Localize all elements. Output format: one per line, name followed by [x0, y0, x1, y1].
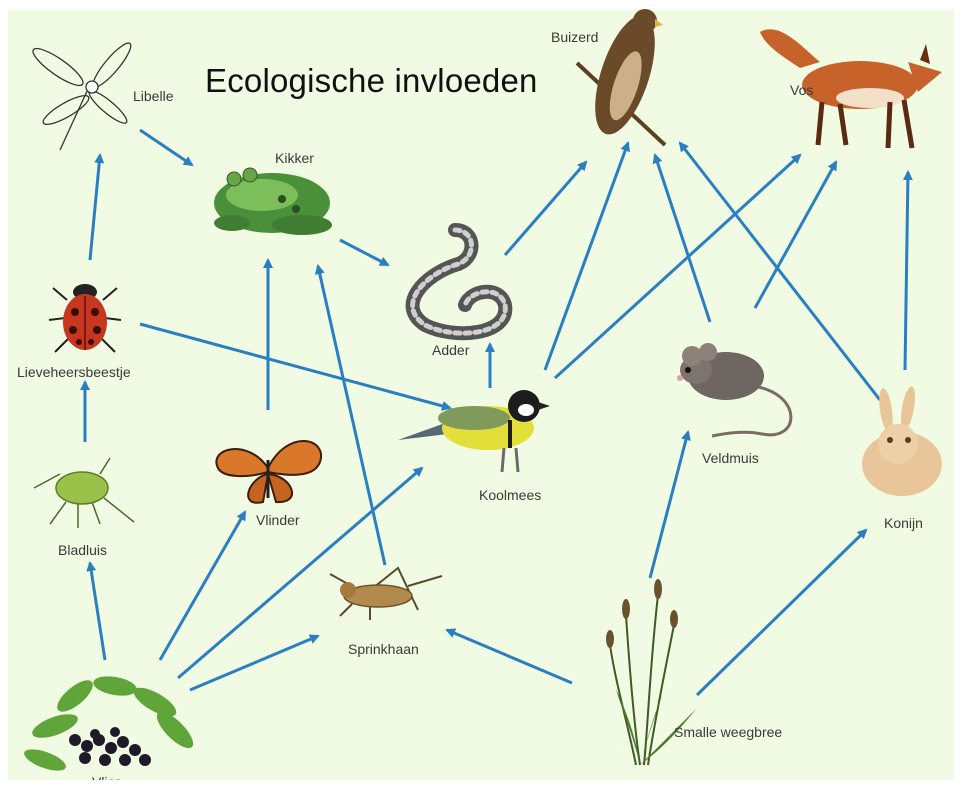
arrow-koolmees-to-vos [555, 155, 800, 378]
label-sprinkhaan: Sprinkhaan [348, 641, 419, 657]
great-tit-icon [398, 390, 550, 472]
label-vlier: Vlier [92, 772, 120, 780]
label-vos: Vos [790, 82, 813, 98]
fox-icon [760, 29, 942, 148]
arrow-koolmees-to-buizerd [545, 143, 628, 370]
frog-icon [214, 168, 332, 235]
arrow-lieveheersbeestje-to-koolmees [140, 324, 450, 408]
arrow-lieveheersbeestje-to-libelle [90, 155, 100, 260]
arrow-libelle-to-kikker [140, 130, 192, 165]
snake-icon [413, 230, 506, 333]
arrow-adder-to-buizerd [505, 162, 586, 255]
butterfly-icon [216, 441, 321, 503]
rabbit-icon [862, 385, 942, 496]
label-smalle-weegbree: Smalle weegbree [674, 724, 782, 740]
label-lieveheersbeestje: Lieveheersbeestje [17, 364, 131, 380]
diagram-title: Ecologische invloeden [205, 62, 538, 100]
arrow-smalle-weegbree-to-veldmuis [650, 432, 688, 578]
arrow-vlier-to-vlinder [160, 512, 245, 660]
label-koolmees: Koolmees [479, 487, 541, 503]
arrow-veldmuis-to-buizerd [655, 155, 710, 322]
label-buizerd: Buizerd [551, 29, 598, 45]
label-kikker: Kikker [275, 150, 314, 166]
aphid-icon [34, 458, 134, 528]
label-vlinder: Vlinder [256, 512, 300, 528]
mouse-icon [677, 343, 791, 436]
arrow-vlier-to-sprinkhaan [190, 636, 318, 690]
label-bladluis: Bladluis [58, 542, 107, 558]
arrow-sprinkhaan-to-kikker [318, 266, 385, 565]
arrow-konijn-to-vos [905, 172, 908, 370]
label-libelle: Libelle [133, 88, 173, 104]
elder-icon [22, 673, 199, 775]
arrow-vlier-to-bladluis [90, 563, 105, 660]
arrow-kikker-to-adder [340, 240, 388, 265]
ladybug-icon [49, 284, 121, 352]
arrow-smalle-weegbree-to-sprinkhaan [447, 630, 572, 683]
grasshopper-icon [330, 568, 442, 620]
dragonfly-icon [29, 39, 136, 150]
arrow-smalle-weegbree-to-konijn [697, 530, 866, 695]
label-adder: Adder [432, 342, 469, 358]
label-veldmuis: Veldmuis [702, 450, 759, 466]
label-konijn: Konijn [884, 515, 923, 531]
